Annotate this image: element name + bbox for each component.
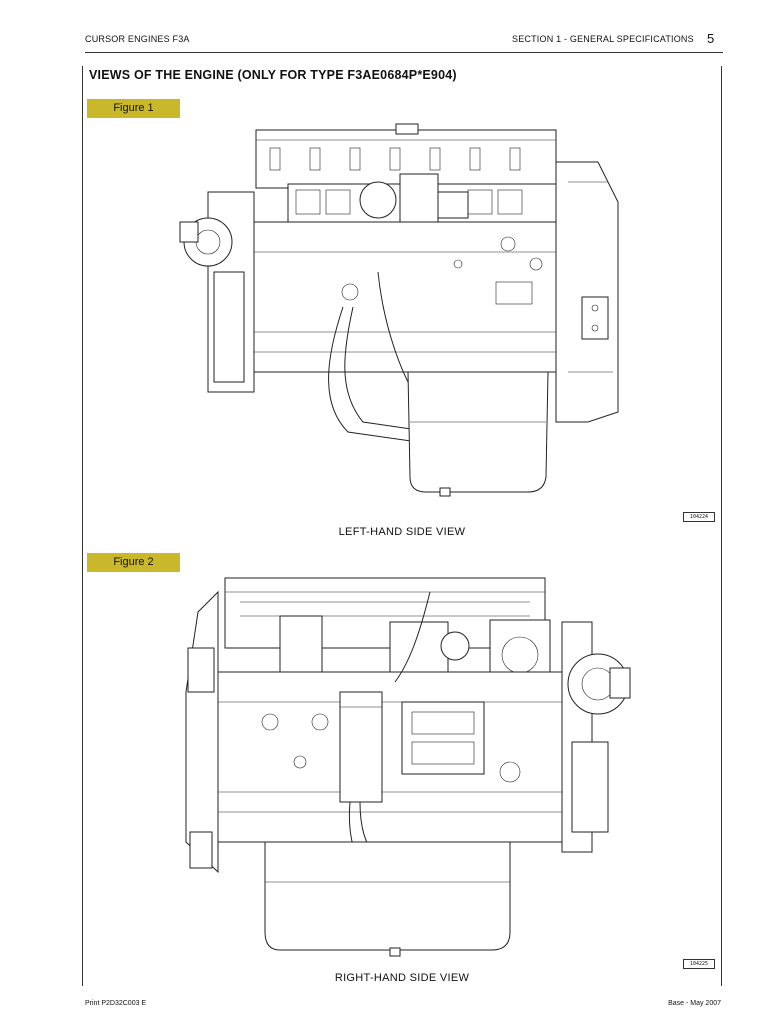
figure-1-code: 104224: [683, 512, 715, 522]
header-rule: [85, 52, 723, 53]
header-section-title: SECTION 1 - GENERAL SPECIFICATIONS: [512, 34, 694, 44]
figure-1-caption: LEFT-HAND SIDE VIEW: [338, 526, 466, 538]
frame-left-rule: [82, 66, 83, 986]
figure-2-engine-right-side-drawing: [185, 577, 631, 957]
frame-right-rule: [721, 66, 722, 986]
figure-1-label: Figure 1: [87, 99, 180, 118]
figure-2-label: Figure 2: [87, 553, 180, 572]
page-title: VIEWS OF THE ENGINE (ONLY FOR TYPE F3AE0…: [89, 68, 457, 82]
header-manual-name: CURSOR ENGINES F3A: [85, 34, 190, 44]
figure-2-code: 104225: [683, 959, 715, 969]
footer-print-code: Print P2D32C003 E: [85, 1000, 147, 1007]
figure-2-caption: RIGHT-HAND SIDE VIEW: [334, 972, 470, 984]
footer-edition: Base - May 2007: [668, 1000, 721, 1007]
page-number: 5: [707, 31, 715, 46]
figure-1-engine-left-side-drawing: [179, 123, 619, 497]
